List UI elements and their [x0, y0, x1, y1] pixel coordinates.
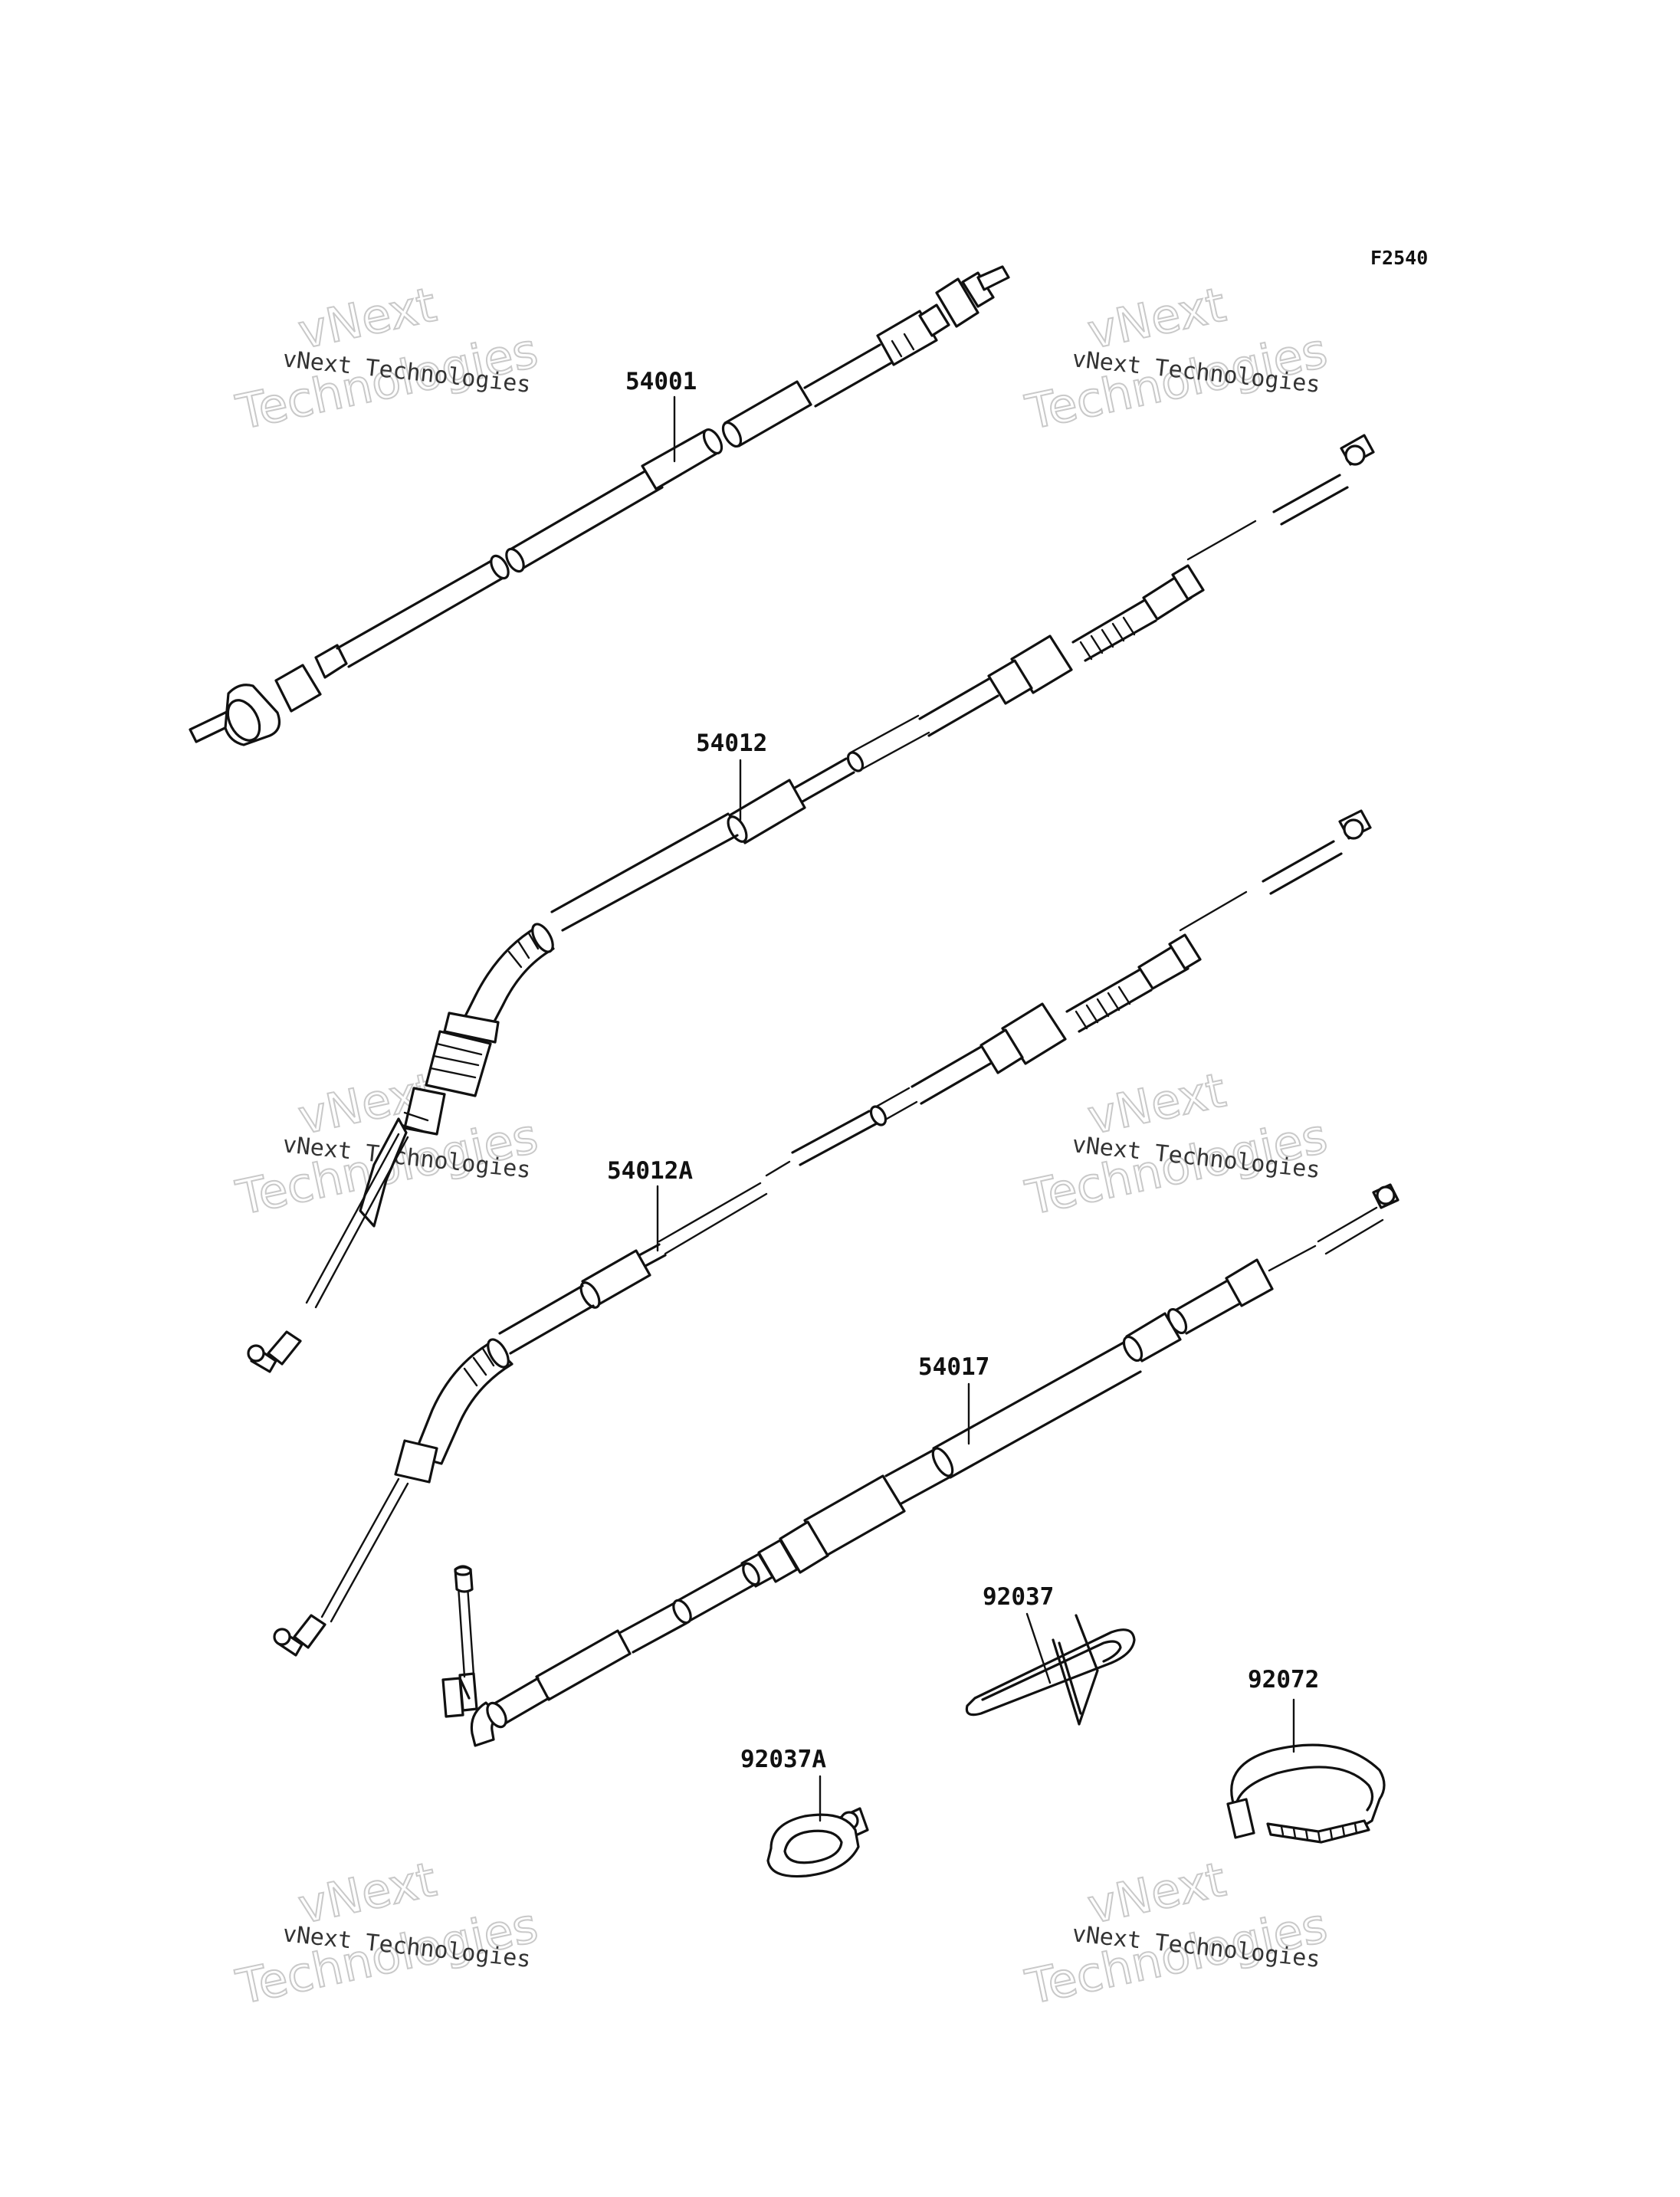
svg-text:92072: 92072	[1248, 1666, 1319, 1694]
cable-54012a[interactable]: 54012A	[273, 809, 1372, 1657]
watermark-top-left: vNext Technologies vNext Technologies	[231, 276, 543, 441]
svg-text:54017: 54017	[918, 1353, 989, 1381]
band-92072[interactable]: 92072	[1226, 1666, 1386, 1844]
clamp-92037[interactable]: 92037	[965, 1583, 1136, 1726]
svg-text:54001: 54001	[625, 368, 697, 395]
watermark-bottom-left: vNext Technologies vNext Technologies	[231, 1851, 543, 2016]
cable-54012[interactable]: 54012	[247, 434, 1375, 1373]
cable-54001[interactable]: 54001	[189, 265, 1010, 746]
watermark-mid-right: vNext Technologies vNext Technologies	[1020, 1061, 1333, 1227]
clamp-92037a[interactable]: 92037A	[740, 1746, 869, 1878]
svg-text:54012: 54012	[696, 730, 767, 757]
svg-text:92037: 92037	[983, 1583, 1054, 1611]
svg-text:92037A: 92037A	[740, 1746, 826, 1773]
watermark-top-right: vNext Technologies vNext Technologies	[1020, 276, 1333, 441]
cable-54017[interactable]: 54017	[441, 1183, 1399, 1747]
watermark-bottom-right: vNext Technologies vNext Technologies	[1020, 1851, 1333, 2016]
svg-text:54012A: 54012A	[607, 1157, 693, 1185]
figure-code: F2540	[1370, 247, 1428, 269]
